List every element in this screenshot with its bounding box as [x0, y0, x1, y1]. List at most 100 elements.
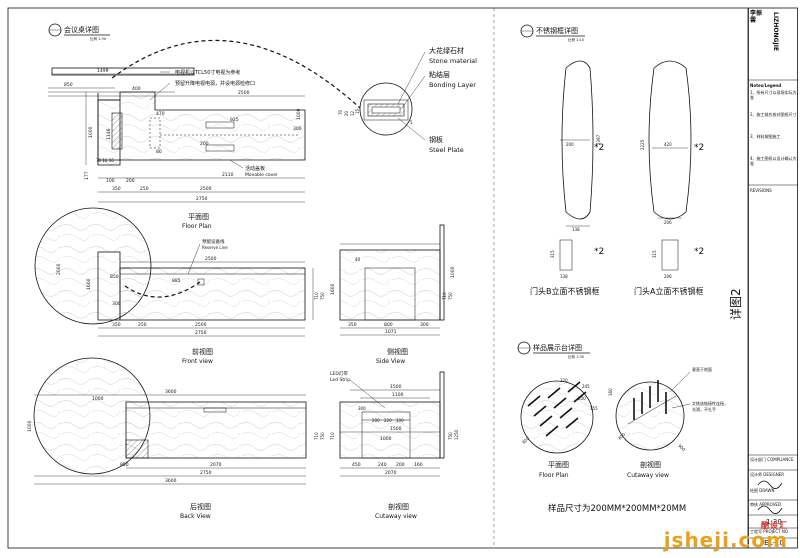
note-2: 2、施工前应核对图纸尺寸: [750, 112, 797, 117]
designer-label: 设计师 DESIGNER: [750, 472, 784, 477]
svg-text:710: 710: [442, 292, 447, 300]
svg-text:2110: 2110: [222, 172, 234, 178]
svg-text:400: 400: [132, 86, 141, 92]
svg-text:350: 350: [112, 322, 121, 328]
floor-plan-dims: 1499 850 400 2500 925 300 1000 1000 1146…: [48, 68, 305, 203]
left-title: 会议桌详图: [64, 25, 99, 34]
floor-plan-note1: 电视机以TCL50寸电视为参考: [175, 69, 240, 76]
svg-text:1100: 1100: [392, 392, 404, 398]
frame-a: 420 2225 206 *2 315 206 *2 门头A立面不锈钢框: [634, 60, 704, 296]
svg-text:2397: 2397: [596, 134, 601, 145]
side-body: [339, 249, 441, 321]
project-no-label: 工程号 PROJECT NO: [750, 529, 788, 534]
svg-text:2500: 2500: [238, 90, 250, 96]
svg-text:1071: 1071: [385, 329, 397, 335]
steel-label-en: Steel Plate: [429, 146, 464, 154]
notes-title: Notes/Legend: [750, 83, 782, 88]
cutaway-body: [339, 401, 441, 459]
svg-text:2500: 2500: [205, 256, 217, 262]
table-top: [97, 91, 306, 166]
svg-text:2225: 2225: [640, 139, 645, 150]
svg-text:350: 350: [112, 186, 121, 192]
frame-a-mult: *2: [694, 143, 704, 153]
floor-plan: 1499 850 400 2500 925 300 1000 1000 1146…: [48, 39, 361, 230]
right-title2: 样品展示台详图: [533, 343, 582, 352]
svg-text:1000: 1000: [27, 420, 33, 432]
svg-text:2070: 2070: [385, 470, 397, 476]
svg-text:2750: 2750: [195, 330, 207, 336]
detail-circle: [359, 82, 413, 136]
svg-text:160: 160: [608, 388, 613, 396]
side-view-title-cn: 侧视图: [387, 347, 408, 356]
brand-en: LIZHONGJIE: [772, 12, 779, 52]
left-section-header: 会议桌详图 比例 1:30: [48, 23, 110, 41]
svg-text:900: 900: [677, 443, 686, 452]
svg-text:850: 850: [64, 82, 73, 88]
svg-text:2000: 2000: [56, 263, 62, 275]
side-view-dims: 40 350 800 300 1071 1600 1000 710 750: [330, 243, 456, 336]
svg-text:200: 200: [126, 178, 135, 184]
right-scale1: 比例 1:10: [568, 37, 584, 42]
watermark: jsheji.com 酷设汇: [664, 521, 788, 552]
svg-text:2750: 2750: [196, 196, 208, 202]
drawing-canvas: 会议桌详图 比例 1:30 不锈钢框详图 比例 1:10 样品展示台详图 比例 …: [7, 7, 749, 549]
svg-text:20: 20: [344, 110, 349, 116]
watermark-sub: 酷设汇: [761, 521, 788, 530]
sample-cut-title-cn: 剖视图: [640, 460, 661, 469]
back-view: 3600 1000 850 2070 2750 3600 1000 710 75…: [27, 357, 325, 520]
svg-text:1500: 1500: [390, 384, 402, 390]
scale-value: 1:30: [766, 518, 782, 526]
sample-note2: 文挑选链接性连接，: [692, 400, 728, 406]
svg-text:200: 200: [578, 396, 586, 401]
svg-text:300: 300: [112, 301, 121, 307]
svg-text:12: 12: [350, 110, 355, 116]
sample-plan-title-en: Floor Plan: [539, 472, 569, 479]
floor-plan-title-en: Floor Plan: [182, 223, 212, 230]
svg-text:200: 200: [372, 418, 380, 423]
svg-text:2750: 2750: [200, 470, 212, 476]
svg-text:2500: 2500: [195, 322, 207, 328]
back-body: [125, 401, 307, 459]
svg-text:138: 138: [560, 274, 568, 279]
svg-text:850: 850: [110, 274, 119, 280]
svg-text:470: 470: [156, 111, 165, 117]
svg-text:155: 155: [590, 406, 598, 411]
svg-text:206: 206: [664, 220, 672, 225]
svg-text:220: 220: [384, 418, 392, 423]
svg-text:750: 750: [448, 292, 453, 300]
left-scale: 比例 1:30: [90, 36, 106, 41]
svg-text:315: 315: [550, 250, 555, 258]
svg-text:1500: 1500: [390, 426, 402, 432]
drawing-number: EL-10: [764, 539, 784, 547]
front-body: [119, 267, 306, 321]
right-section-header2: 样品展示台详图 比例 1:30: [517, 341, 590, 359]
svg-text:800: 800: [617, 431, 626, 440]
svg-text:710: 710: [314, 292, 319, 300]
frame-b-mult: *2: [594, 143, 604, 153]
svg-text:350: 350: [348, 322, 357, 328]
right-section-header1: 不锈钢框详图 比例 1:10: [520, 24, 585, 42]
svg-text:80: 80: [156, 149, 162, 155]
back-view-dims: 3600 1000 850 2070 2750 3600 1000 710 75…: [27, 389, 325, 485]
frame-b: 200 2397 138 *2 315 138 *2 门头B立面不锈钢框: [530, 60, 604, 296]
front-view-title-en: Front view: [182, 358, 213, 365]
svg-text:250: 250: [140, 186, 149, 192]
right-scale2: 比例 1:30: [568, 354, 584, 359]
svg-text:315: 315: [652, 250, 657, 258]
svg-text:1000: 1000: [92, 396, 104, 402]
svg-text:160: 160: [414, 462, 423, 468]
svg-text:206: 206: [664, 274, 672, 279]
svg-text:300: 300: [293, 126, 302, 132]
led-en: Led Strip: [330, 377, 350, 383]
steel-label-cn: 钢板: [429, 135, 443, 144]
frame-b-outline: [561, 60, 594, 220]
svg-text:*2: *2: [594, 247, 604, 257]
note-4: 4、施工图纸以设计确认为准: [750, 156, 797, 166]
svg-text:15: 15: [355, 108, 360, 114]
right-title1: 不锈钢框详图: [536, 26, 578, 35]
svg-text:138: 138: [572, 227, 580, 232]
svg-text:1000: 1000: [380, 436, 392, 442]
approver-label: 审核 APPROVED: [750, 502, 782, 507]
reserve-en: Reserve Line: [202, 245, 228, 250]
